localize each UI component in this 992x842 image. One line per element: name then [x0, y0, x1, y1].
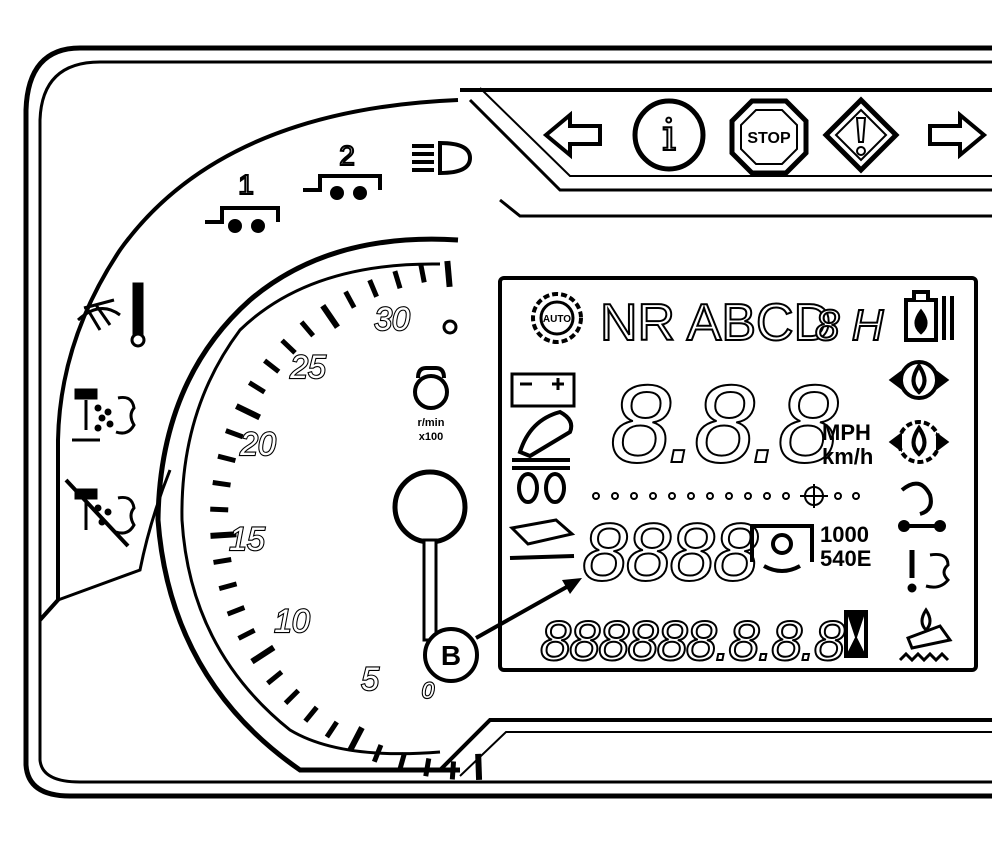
gauge-tick	[237, 628, 256, 641]
hydraulic-warning-icon	[907, 550, 951, 593]
gauge-tick	[280, 338, 297, 355]
gauge-tick	[234, 403, 261, 421]
gauge-tick	[347, 726, 365, 753]
stop-label: STOP	[747, 130, 791, 147]
tick-label-25: 25	[289, 349, 326, 385]
gauge-tick	[299, 320, 316, 338]
gauge-tick	[263, 358, 281, 374]
rpm-digits: 8888	[582, 507, 759, 598]
gauge-tick	[218, 581, 238, 592]
gauge-tick	[212, 479, 231, 488]
tick-label-30: 30	[374, 301, 410, 337]
gauge-tick	[444, 260, 453, 288]
speed-unit-kmh: km/h	[822, 444, 873, 469]
tick-label-20: 20	[239, 426, 276, 462]
gauge-unit-x100: x100	[419, 431, 443, 443]
gauge-tick	[213, 557, 232, 565]
gauge-tick	[283, 688, 301, 705]
gear-letters: NR ABCD	[600, 294, 831, 352]
engine-rpm-icon	[413, 366, 449, 410]
tick-label-15: 15	[229, 521, 265, 557]
pto-engaged-icon	[750, 524, 814, 573]
gauge-tick	[392, 270, 403, 290]
pto-540e-label: 540E	[820, 546, 871, 571]
gauge-tick	[250, 644, 276, 665]
engine-oil-pressure-icon	[888, 360, 950, 400]
tachometer-gauge: 30 25 20 15 10 5 0 r/min x100	[155, 236, 483, 780]
auto-gear-icon: AUTO	[531, 292, 583, 344]
gauge-tick	[449, 761, 457, 780]
gauge-tick	[343, 290, 357, 309]
gauge-tick	[418, 264, 427, 283]
gauge-tick	[324, 720, 339, 739]
arrow-left-icon	[542, 110, 602, 160]
trailer-1-label: 1	[238, 169, 254, 200]
gauge-tick-group	[210, 260, 483, 780]
gauge-tick	[210, 531, 237, 539]
speed-digits: 8.8.8	[610, 363, 838, 486]
fuel-level-icon	[904, 290, 954, 342]
spray-disabled-icon	[64, 478, 136, 548]
trailer-2-icon: 2	[303, 139, 382, 200]
gauge-tick	[224, 428, 244, 440]
gear-indicator: 8 H	[815, 301, 884, 350]
gauge-tick	[217, 453, 237, 464]
trailer-1-icon: 1	[205, 168, 280, 233]
trailer-2-label: 2	[339, 140, 355, 171]
service-wrench-icon	[508, 518, 576, 560]
cluster-housing	[23, 45, 992, 799]
gauge-tick	[210, 506, 229, 513]
lcd-display: AUTO NR ABCD 8 H 8.8.8 MPH km/h	[498, 276, 978, 673]
tick-label-5: 5	[361, 661, 379, 697]
gauge-tick	[226, 605, 246, 617]
callout-b: B	[423, 578, 582, 683]
warning-icon	[822, 96, 900, 174]
bottom-bezel	[438, 718, 992, 777]
gauge-tick	[423, 758, 432, 777]
gauge-tick	[397, 752, 407, 771]
speed-unit-mph: MPH	[822, 420, 871, 445]
callout-b-label: B	[441, 640, 461, 671]
grain-tank-icon	[512, 409, 574, 462]
gauge-tick	[303, 705, 319, 723]
arrow-right-icon	[928, 110, 988, 160]
hourglass-icon	[844, 610, 868, 658]
transmission-oil-icon	[888, 420, 950, 464]
headlight-icon	[412, 140, 473, 176]
tick-label-0: 0	[422, 678, 435, 703]
bottom-digits: 888888.8.8.8	[540, 609, 845, 672]
progress-dots	[592, 484, 860, 508]
diff-lock-icon	[512, 466, 570, 504]
warning-bar-housing	[460, 87, 992, 218]
pto-icon	[898, 481, 946, 532]
battery-icon	[510, 372, 576, 408]
auto-label: AUTO	[543, 314, 571, 325]
gauge-unit-rpm: r/min	[418, 417, 445, 429]
pto-1000-label: 1000	[820, 522, 869, 547]
gauge-tick	[266, 670, 284, 686]
spray-icon	[72, 388, 136, 442]
fluid-level-icon	[898, 607, 953, 663]
gauge-tick	[320, 304, 340, 329]
gauge-needle	[392, 469, 468, 642]
gauge-tick	[367, 279, 379, 298]
gauge-tick	[247, 380, 266, 395]
tick-label-10: 10	[274, 603, 310, 639]
stop-sign-icon: STOP	[729, 98, 809, 176]
info-icon: i	[632, 98, 706, 172]
coolant-temp-icon	[76, 282, 146, 348]
gauge-tick	[371, 744, 384, 763]
svg-text:i: i	[662, 110, 676, 161]
gauge-indicator-dot	[442, 319, 458, 335]
